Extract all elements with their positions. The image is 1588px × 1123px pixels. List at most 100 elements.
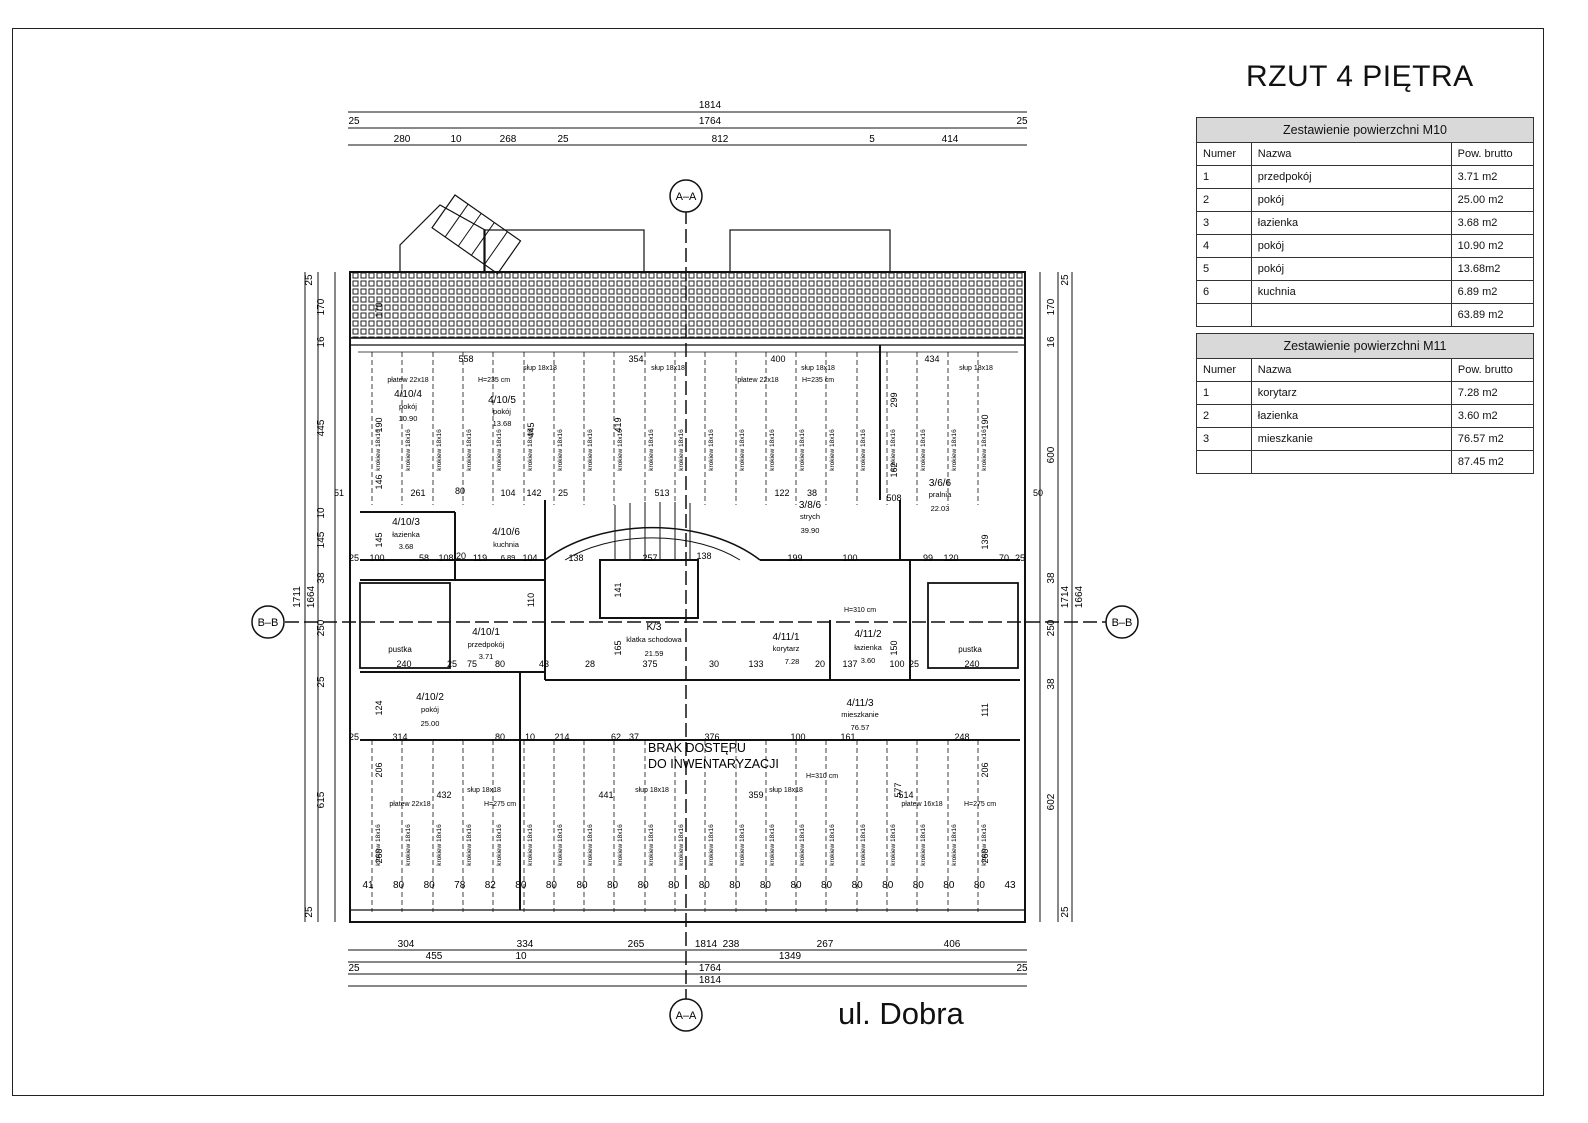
- table-header-row: Numer Nazwa Pow. brutto: [1196, 358, 1535, 382]
- dim-text: 38: [1046, 678, 1057, 690]
- dim-text: 25: [348, 963, 360, 974]
- dim-text: 25: [304, 906, 315, 918]
- dim-text: 190: [980, 414, 990, 429]
- height-label: H=275 cm: [484, 801, 516, 808]
- dim-text: 100: [790, 732, 805, 742]
- dim-text: 38: [316, 572, 327, 584]
- cell: 3.60 m2: [1450, 404, 1535, 428]
- dim-text: 25: [349, 553, 359, 563]
- room-area: 3.68: [399, 542, 414, 551]
- cell: [1250, 303, 1452, 327]
- beam-annotations: płatew 22x18 H=235 cm słup 18x18 słup 18…: [387, 365, 996, 808]
- interior-walls: [360, 345, 1020, 910]
- dormer-mid: [483, 229, 645, 273]
- dim-text: 80: [699, 880, 711, 891]
- dim-text: 170: [1046, 298, 1057, 315]
- top-dimensions: 1814 1764 25 25 280 10 268 25 812 5 414: [348, 100, 1028, 145]
- table-total: 87.45 m2: [1450, 450, 1535, 474]
- dim-text: 25: [1060, 906, 1071, 918]
- dim-text: 80: [455, 486, 465, 496]
- dim-text: 111: [980, 703, 990, 717]
- room-id: K/3: [646, 622, 661, 633]
- dormer-right: [729, 229, 891, 273]
- dim-text: 10: [515, 951, 527, 962]
- dim-text: 16: [1046, 336, 1057, 348]
- dim-text: 25: [909, 659, 919, 669]
- rafter-label: krokiew 18x16: [799, 429, 806, 471]
- rafter-label: krokiew 18x16: [375, 824, 382, 866]
- note-line: DO INWENTARYZACJI: [648, 757, 779, 771]
- dim-text: 20: [815, 659, 825, 669]
- dim-text: 108: [438, 553, 453, 563]
- table-header-row: Numer Nazwa Pow. brutto: [1196, 142, 1535, 166]
- dim-text: 51: [334, 488, 344, 498]
- dim-text: 62: [611, 732, 621, 742]
- roof-ladder: [431, 194, 522, 275]
- dim-text: 137: [842, 659, 857, 669]
- dim-text: 25: [304, 274, 315, 286]
- dim-text: 304: [398, 939, 415, 950]
- dim-text: 199: [787, 553, 802, 563]
- dim-text: 138: [568, 553, 583, 563]
- dim-text: 78: [454, 880, 466, 891]
- dim-text: 1814: [699, 100, 722, 111]
- rafter-label: krokiew 18x16: [769, 429, 776, 471]
- post-label: słup 18x18: [651, 365, 685, 372]
- dim-text: 445: [316, 419, 327, 436]
- rafter-label: krokiew 18x16: [617, 824, 624, 866]
- dim-text: 80: [424, 880, 436, 891]
- rafter-label: krokiew 18x16: [739, 824, 746, 866]
- dim-text: 25: [1016, 963, 1028, 974]
- dim-text: 165: [613, 640, 623, 655]
- dim-text: 25: [1060, 274, 1071, 286]
- left-dimensions: 25 170 16 445 10 145 38 250 25 615 25 17…: [292, 274, 327, 918]
- dim-text: 1814: [695, 939, 718, 950]
- dim-text: 400: [770, 354, 785, 364]
- rafter-label: krokiew 18x16: [769, 824, 776, 866]
- rafter-label: krokiew 18x16: [557, 429, 564, 471]
- room-area: 3.60: [861, 656, 876, 665]
- dim-text: 80: [638, 880, 650, 891]
- drawing-title: RZUT 4 PIĘTRA: [1246, 60, 1474, 93]
- dim-text: 354: [628, 354, 643, 364]
- dim-text: 508: [886, 493, 901, 503]
- room-area: 7.28: [785, 657, 800, 666]
- plate-label: płatew 16x18: [901, 801, 942, 808]
- room-id: 4/10/1: [472, 627, 500, 638]
- room-id: 3/8/6: [799, 500, 822, 511]
- dim-text: 10: [525, 732, 535, 742]
- room-area: 76.57: [851, 723, 870, 732]
- dim-text: 80: [546, 880, 558, 891]
- dim-text: 75: [467, 659, 477, 669]
- dim-text: 80: [668, 880, 680, 891]
- dim-text: 445: [526, 422, 536, 437]
- room-area: 6.89: [501, 553, 516, 562]
- room-area: 21.59: [645, 649, 664, 658]
- rafter-label: krokiew 18x16: [466, 824, 473, 866]
- cell: 5: [1196, 257, 1252, 281]
- room-name: pralnia: [929, 490, 952, 499]
- dim-text: 268: [500, 134, 517, 145]
- post-label: słup 18x18: [523, 365, 557, 372]
- rafter-label: krokiew 18x16: [860, 429, 867, 471]
- rafter-label: krokiew 18x16: [648, 429, 655, 471]
- dim-text: 110: [526, 593, 536, 607]
- dim-text: 141: [613, 582, 623, 597]
- dim-text: 812: [712, 134, 729, 145]
- dim-text: 513: [654, 488, 669, 498]
- rafter-label: krokiew 18x16: [557, 824, 564, 866]
- cell: korytarz: [1250, 381, 1452, 405]
- section-marker-aa-top: A–A: [669, 179, 703, 213]
- dim-text: 80: [760, 880, 772, 891]
- dim-text: 80: [495, 659, 505, 669]
- cell: 10.90 m2: [1450, 234, 1535, 258]
- dim-text: 1764: [699, 963, 722, 974]
- room-labels: 4/10/4 pokój 10.90 4/10/5 pokój 13.68 4/…: [388, 389, 982, 732]
- room-name: korytarz: [773, 644, 800, 653]
- marker-label: A–A: [676, 1010, 697, 1022]
- room-id: 4/10/5: [488, 395, 516, 406]
- dim-text: 25: [349, 732, 359, 742]
- area-table-m11: Zestawienie powierzchni M11 Numer Nazwa …: [1196, 333, 1535, 474]
